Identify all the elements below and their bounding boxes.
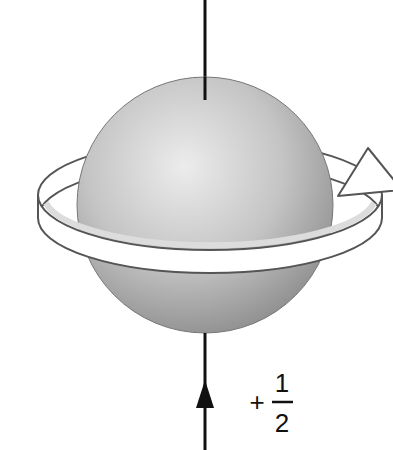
- spin-sign: +: [249, 389, 264, 415]
- fraction-numerator: 1: [275, 370, 289, 396]
- rotation-arrowhead: [338, 148, 393, 196]
- spin-arrowhead: [196, 380, 214, 408]
- ribbon-shading: [46, 203, 374, 245]
- fraction-denominator: 2: [275, 410, 289, 436]
- spin-axis: [204, 77, 207, 100]
- rotation-ribbon-front: [38, 195, 382, 273]
- fraction-bar: [272, 401, 293, 404]
- spin-axis: [204, 0, 207, 100]
- electron-sphere: [77, 77, 333, 333]
